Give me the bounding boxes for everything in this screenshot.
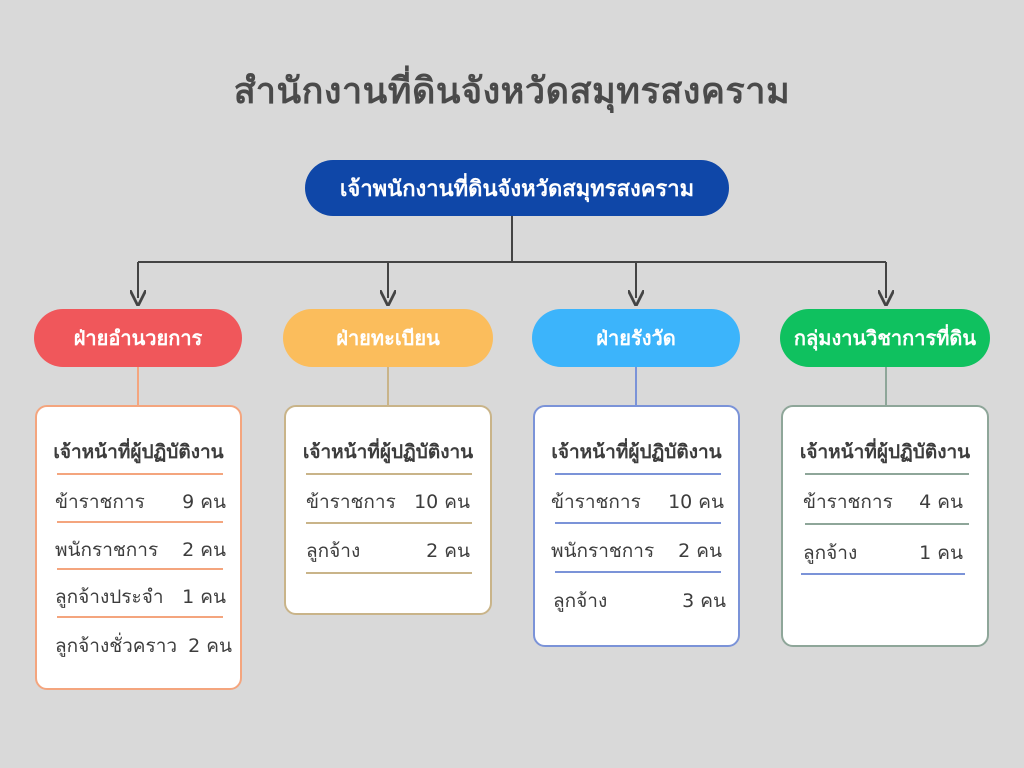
card-heading: เจ้าหน้าที่ผู้ปฏิบัติงาน [799,441,971,463]
row-count: 1 คน [182,586,226,608]
row-label: ข้าราชการ [55,491,145,513]
row-label: ลูกจ้าง [553,590,608,612]
row-count: 2 คน [182,539,226,561]
divider [57,521,223,523]
row-label: ข้าราชการ [551,491,641,513]
divider [805,523,969,525]
card-heading: เจ้าหน้าที่ผู้ปฏิบัติงาน [53,441,224,463]
staff-card-registration: เจ้าหน้าที่ผู้ปฏิบัติงาน ข้าราชการ 10 คน… [284,405,492,615]
row-count: 1 คน [919,542,963,564]
divider [57,568,223,570]
row-count: 4 คน [919,491,963,513]
divider [555,522,721,524]
dept-survey: ฝ่ายรังวัด [532,309,740,367]
row-count: 2 คน [188,635,232,657]
divider [306,522,472,524]
dept-admin: ฝ่ายอำนวยการ [34,309,242,367]
staff-card-technical: เจ้าหน้าที่ผู้ปฏิบัติงาน ข้าราชการ 4 คน … [781,405,989,647]
row-label: พนักราชการ [551,540,655,562]
divider [801,573,965,575]
row-count: 10 คน [414,491,470,513]
row-count: 10 คน [668,491,724,513]
row-label: พนักราชการ [55,539,159,561]
staff-card-survey: เจ้าหน้าที่ผู้ปฏิบัติงาน ข้าราชการ 10 คน… [533,405,740,647]
row-count: 2 คน [426,540,470,562]
divider [306,572,472,574]
divider [306,473,472,475]
root-node: เจ้าพนักงานที่ดินจังหวัดสมุทรสงคราม [305,160,729,216]
card-heading: เจ้าหน้าที่ผู้ปฏิบัติงาน [302,441,474,463]
row-label: ลูกจ้าง [803,542,858,564]
row-count: 2 คน [678,540,722,562]
row-count: 3 คน [682,590,726,612]
staff-card-admin: เจ้าหน้าที่ผู้ปฏิบัติงาน ข้าราชการ 9 คน … [35,405,242,690]
row-count: 9 คน [182,491,226,513]
chart-title: สำนักงานที่ดินจังหวัดสมุทรสงคราม [233,71,791,112]
row-label: ลูกจ้าง [306,540,361,562]
row-label: ข้าราชการ [306,491,396,513]
row-label: ลูกจ้างประจำ [55,586,164,608]
row-label: ลูกจ้างชั่วคราว [55,635,178,657]
card-heading: เจ้าหน้าที่ผู้ปฏิบัติงาน [551,441,722,463]
dept-registration: ฝ่ายทะเบียน [283,309,493,367]
divider [805,473,969,475]
divider [57,616,223,618]
dept-technical: กลุ่มงานวิชาการที่ดิน [780,309,990,367]
divider [57,473,223,475]
row-label: ข้าราชการ [803,491,893,513]
divider [555,571,721,573]
divider [555,473,721,475]
